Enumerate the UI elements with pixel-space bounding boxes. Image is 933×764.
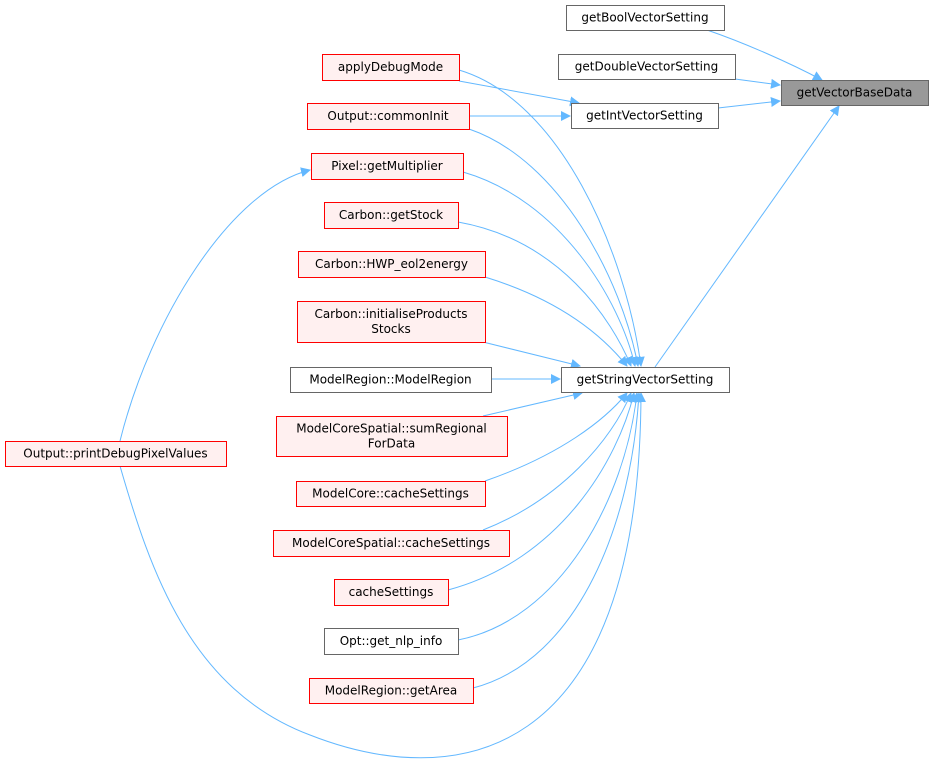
node-label: getIntVectorSetting: [586, 109, 703, 123]
node-box: [566, 5, 725, 31]
node-getMultiplier[interactable]: Pixel::getMultiplier: [311, 153, 464, 180]
node-box: [296, 481, 486, 507]
node-box: [561, 367, 730, 393]
edge-applyDebugMode-to-getIntVectorSetting: [458, 80, 580, 107]
node-label: ModelCoreSpatial::sumRegional: [296, 422, 487, 436]
node-get_nlp_info[interactable]: Opt::get_nlp_info: [324, 628, 459, 655]
node-applyDebugMode[interactable]: applyDebugMode: [322, 54, 460, 81]
node-box: [558, 54, 736, 80]
node-label: Carbon::initialiseProducts: [314, 307, 467, 321]
node-printDebugPixelValues[interactable]: Output::printDebugPixelValues: [5, 441, 227, 467]
node-cacheSettings[interactable]: cacheSettings: [334, 579, 449, 606]
node-label: ModelCoreSpatial::cacheSettings: [292, 536, 490, 550]
edge-ModelCoreCacheSettings-to-getStringVectorSetting: [484, 392, 628, 482]
node-label: ModelCore::cacheSettings: [312, 487, 469, 501]
node-label: getBoolVectorSetting: [581, 11, 708, 25]
edge-ModelCoreSpatialCacheSettings-to-getStringVectorSetting: [482, 392, 633, 531]
node-box: [322, 54, 460, 81]
edge-applyDebugMode-to-getStringVectorSetting: [458, 69, 645, 367]
node-label: Stocks: [371, 322, 410, 336]
node-label: getStringVectorSetting: [577, 373, 714, 387]
node-box: [311, 153, 464, 180]
node-label: ModelRegion::getArea: [325, 684, 458, 698]
node-box: [781, 80, 929, 106]
node-box: [298, 251, 486, 278]
node-getVectorBaseData[interactable]: getVectorBaseData: [781, 80, 929, 106]
node-getBoolVectorSetting[interactable]: getBoolVectorSetting: [566, 5, 725, 31]
node-label: Pixel::getMultiplier: [331, 159, 443, 173]
node-getStringVectorSetting[interactable]: getStringVectorSetting: [561, 367, 730, 393]
node-label: ForData: [368, 437, 415, 451]
edge-getIntVectorSetting-to-getVectorBaseData: [717, 97, 781, 109]
node-getArea[interactable]: ModelRegion::getArea: [309, 678, 474, 704]
node-box: [273, 530, 510, 557]
edge-getArea-to-getStringVectorSetting: [472, 392, 644, 689]
node-label: cacheSettings: [349, 585, 434, 599]
edge-HWP_eol2energy-to-getStringVectorSetting: [484, 276, 628, 367]
node-ModelCoreCacheSettings[interactable]: ModelCore::cacheSettings: [296, 481, 486, 507]
edge-sumRegionalForData-to-getStringVectorSetting: [482, 390, 583, 417]
node-box: [571, 103, 719, 129]
node-ModelRegion[interactable]: ModelRegion::ModelRegion: [290, 367, 492, 393]
node-label: Carbon::getStock: [339, 208, 443, 222]
node-box: [324, 628, 459, 655]
node-ModelCoreSpatialCacheSettings[interactable]: ModelCoreSpatial::cacheSettings: [273, 530, 510, 557]
node-box: [276, 416, 508, 457]
edge-cacheSettings-to-getStringVectorSetting: [447, 392, 637, 591]
node-getStock[interactable]: Carbon::getStock: [324, 202, 459, 229]
node-label: Output::commonInit: [327, 109, 449, 123]
node-box: [324, 202, 459, 229]
edge-getMultiplier-to-getStringVectorSetting: [462, 171, 638, 367]
node-label: applyDebugMode: [338, 60, 443, 74]
edge-getStock-to-getStringVectorSetting: [457, 221, 633, 367]
node-label: ModelRegion::ModelRegion: [309, 373, 471, 387]
edge-getBoolVectorSetting-to-getVectorBaseData: [706, 29, 823, 81]
edge-getDoubleVectorSetting-to-getVectorBaseData: [734, 78, 781, 89]
node-label: Carbon::HWP_eol2energy: [315, 257, 468, 271]
edge-initialiseProductsStocks-to-getStringVectorSetting: [482, 341, 581, 369]
node-commonInit[interactable]: Output::commonInit: [307, 103, 470, 130]
node-box: [309, 678, 474, 704]
node-label: getDoubleVectorSetting: [575, 60, 718, 74]
node-getIntVectorSetting[interactable]: getIntVectorSetting: [571, 103, 719, 129]
node-box: [334, 579, 449, 606]
edge-commonInit-to-getStringVectorSetting: [468, 128, 642, 367]
edge-get_nlp_info-to-getStringVectorSetting: [457, 392, 641, 641]
node-HWP_eol2energy[interactable]: Carbon::HWP_eol2energy: [298, 251, 486, 278]
node-box: [307, 103, 470, 130]
edge-printDebugPixelValues-to-getStringVectorSetting: [119, 392, 646, 759]
edge-printDebugPixelValues-to-getMultiplier: [119, 167, 311, 442]
node-label: Output::printDebugPixelValues: [23, 447, 207, 461]
node-box: [5, 441, 227, 467]
node-box: [290, 367, 492, 393]
node-label: Opt::get_nlp_info: [340, 634, 443, 648]
node-label: getVectorBaseData: [797, 86, 913, 100]
node-getDoubleVectorSetting[interactable]: getDoubleVectorSetting: [558, 54, 736, 80]
node-box: [297, 301, 486, 343]
edge-getStringVectorSetting-to-getVectorBaseData: [654, 105, 840, 368]
